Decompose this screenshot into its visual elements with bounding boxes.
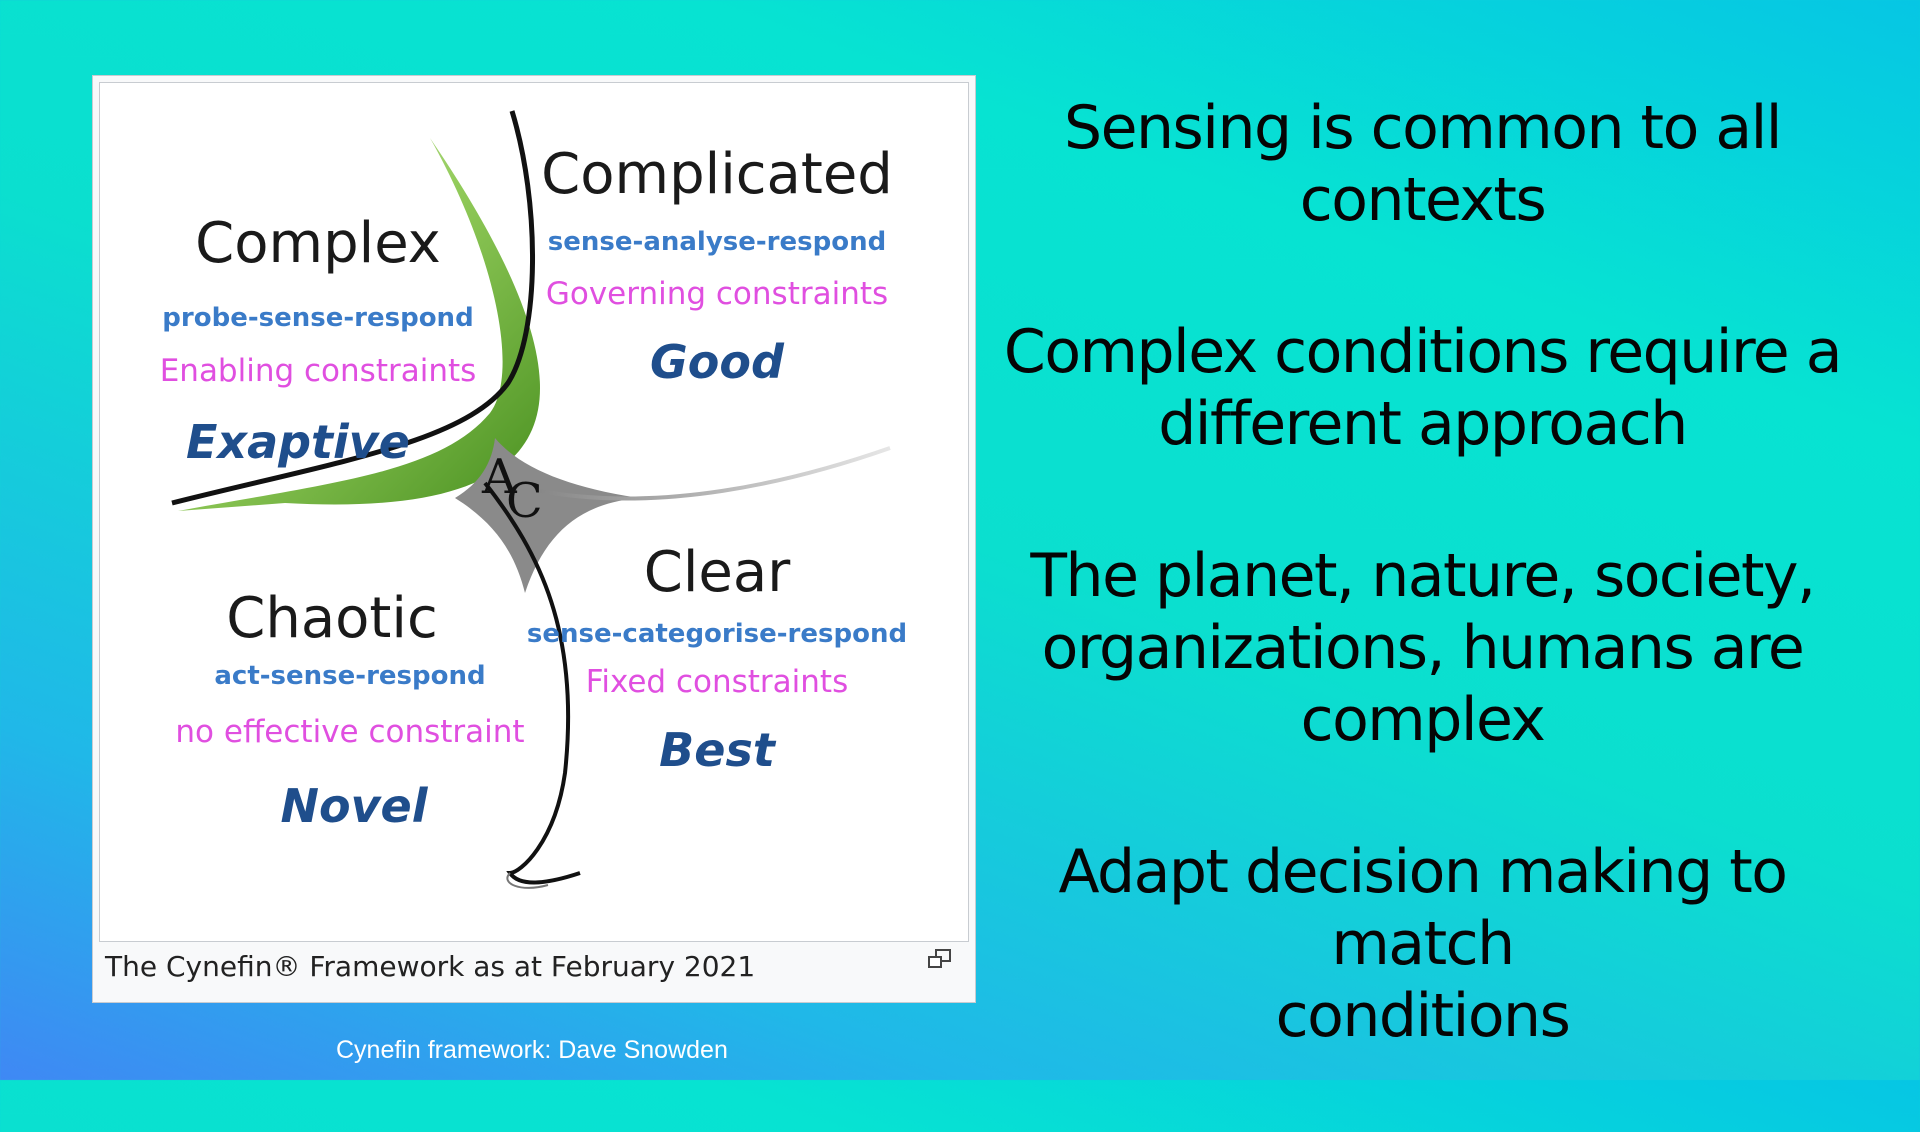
- complex-complicated-line: [171, 110, 536, 506]
- domain-complex-approach: probe-sense-respond: [162, 303, 474, 333]
- point-sensing: Sensing is common to all contexts: [1064, 93, 1782, 235]
- domain-complex-name: Complex: [195, 211, 441, 276]
- cynefin-diagram: Complicated sense-analyse-respond Govern…: [99, 82, 969, 942]
- domain-clear-approach: sense-categorise-respond: [526, 619, 908, 649]
- center-label-c: C: [506, 473, 543, 529]
- cynefin-curves: [171, 110, 891, 889]
- point-planet-complex: The planet, nature, society, organizatio…: [1030, 541, 1816, 755]
- domain-chaotic-approach: act-sense-respond: [214, 661, 486, 691]
- domain-chaotic-name: Chaotic: [226, 586, 438, 651]
- center-label-a: A: [482, 449, 517, 505]
- domain-complex-practice: Exaptive: [185, 415, 411, 469]
- cynefin-figure: Complicated sense-analyse-respond Govern…: [92, 75, 976, 1003]
- domain-clear-constraint: Fixed constraints: [585, 664, 849, 700]
- key-points: Sensing is common to all contexts Comple…: [985, 92, 1860, 1132]
- enlarge-icon[interactable]: [927, 948, 953, 970]
- complicated-clear-line: [539, 446, 891, 501]
- figure-caption: The Cynefin® Framework as at February 20…: [105, 950, 756, 983]
- domain-complicated-practice: Good: [650, 335, 784, 389]
- aporetic-center: [455, 438, 640, 593]
- image-credit: Cynefin framework: Dave Snowden: [336, 1036, 728, 1064]
- chaotic-clear-line: [483, 481, 581, 885]
- domain-chaotic-constraint: no effective constraint: [175, 714, 525, 750]
- point-adapt-decisions: Adapt decision making to match condition…: [1058, 837, 1788, 1051]
- domain-complicated-name: Complicated: [541, 142, 893, 207]
- domain-clear-practice: Best: [659, 723, 775, 777]
- cliff-curl: [506, 872, 549, 889]
- domain-complicated-constraint: Governing constraints: [545, 276, 889, 312]
- domain-complicated-approach: sense-analyse-respond: [547, 227, 887, 257]
- domain-chaotic-practice: Novel: [280, 779, 428, 833]
- point-complex-conditions: Complex conditions require a different a…: [1003, 317, 1843, 459]
- domain-complex-constraint: Enabling constraints: [159, 353, 477, 389]
- domain-clear-name: Clear: [643, 540, 791, 605]
